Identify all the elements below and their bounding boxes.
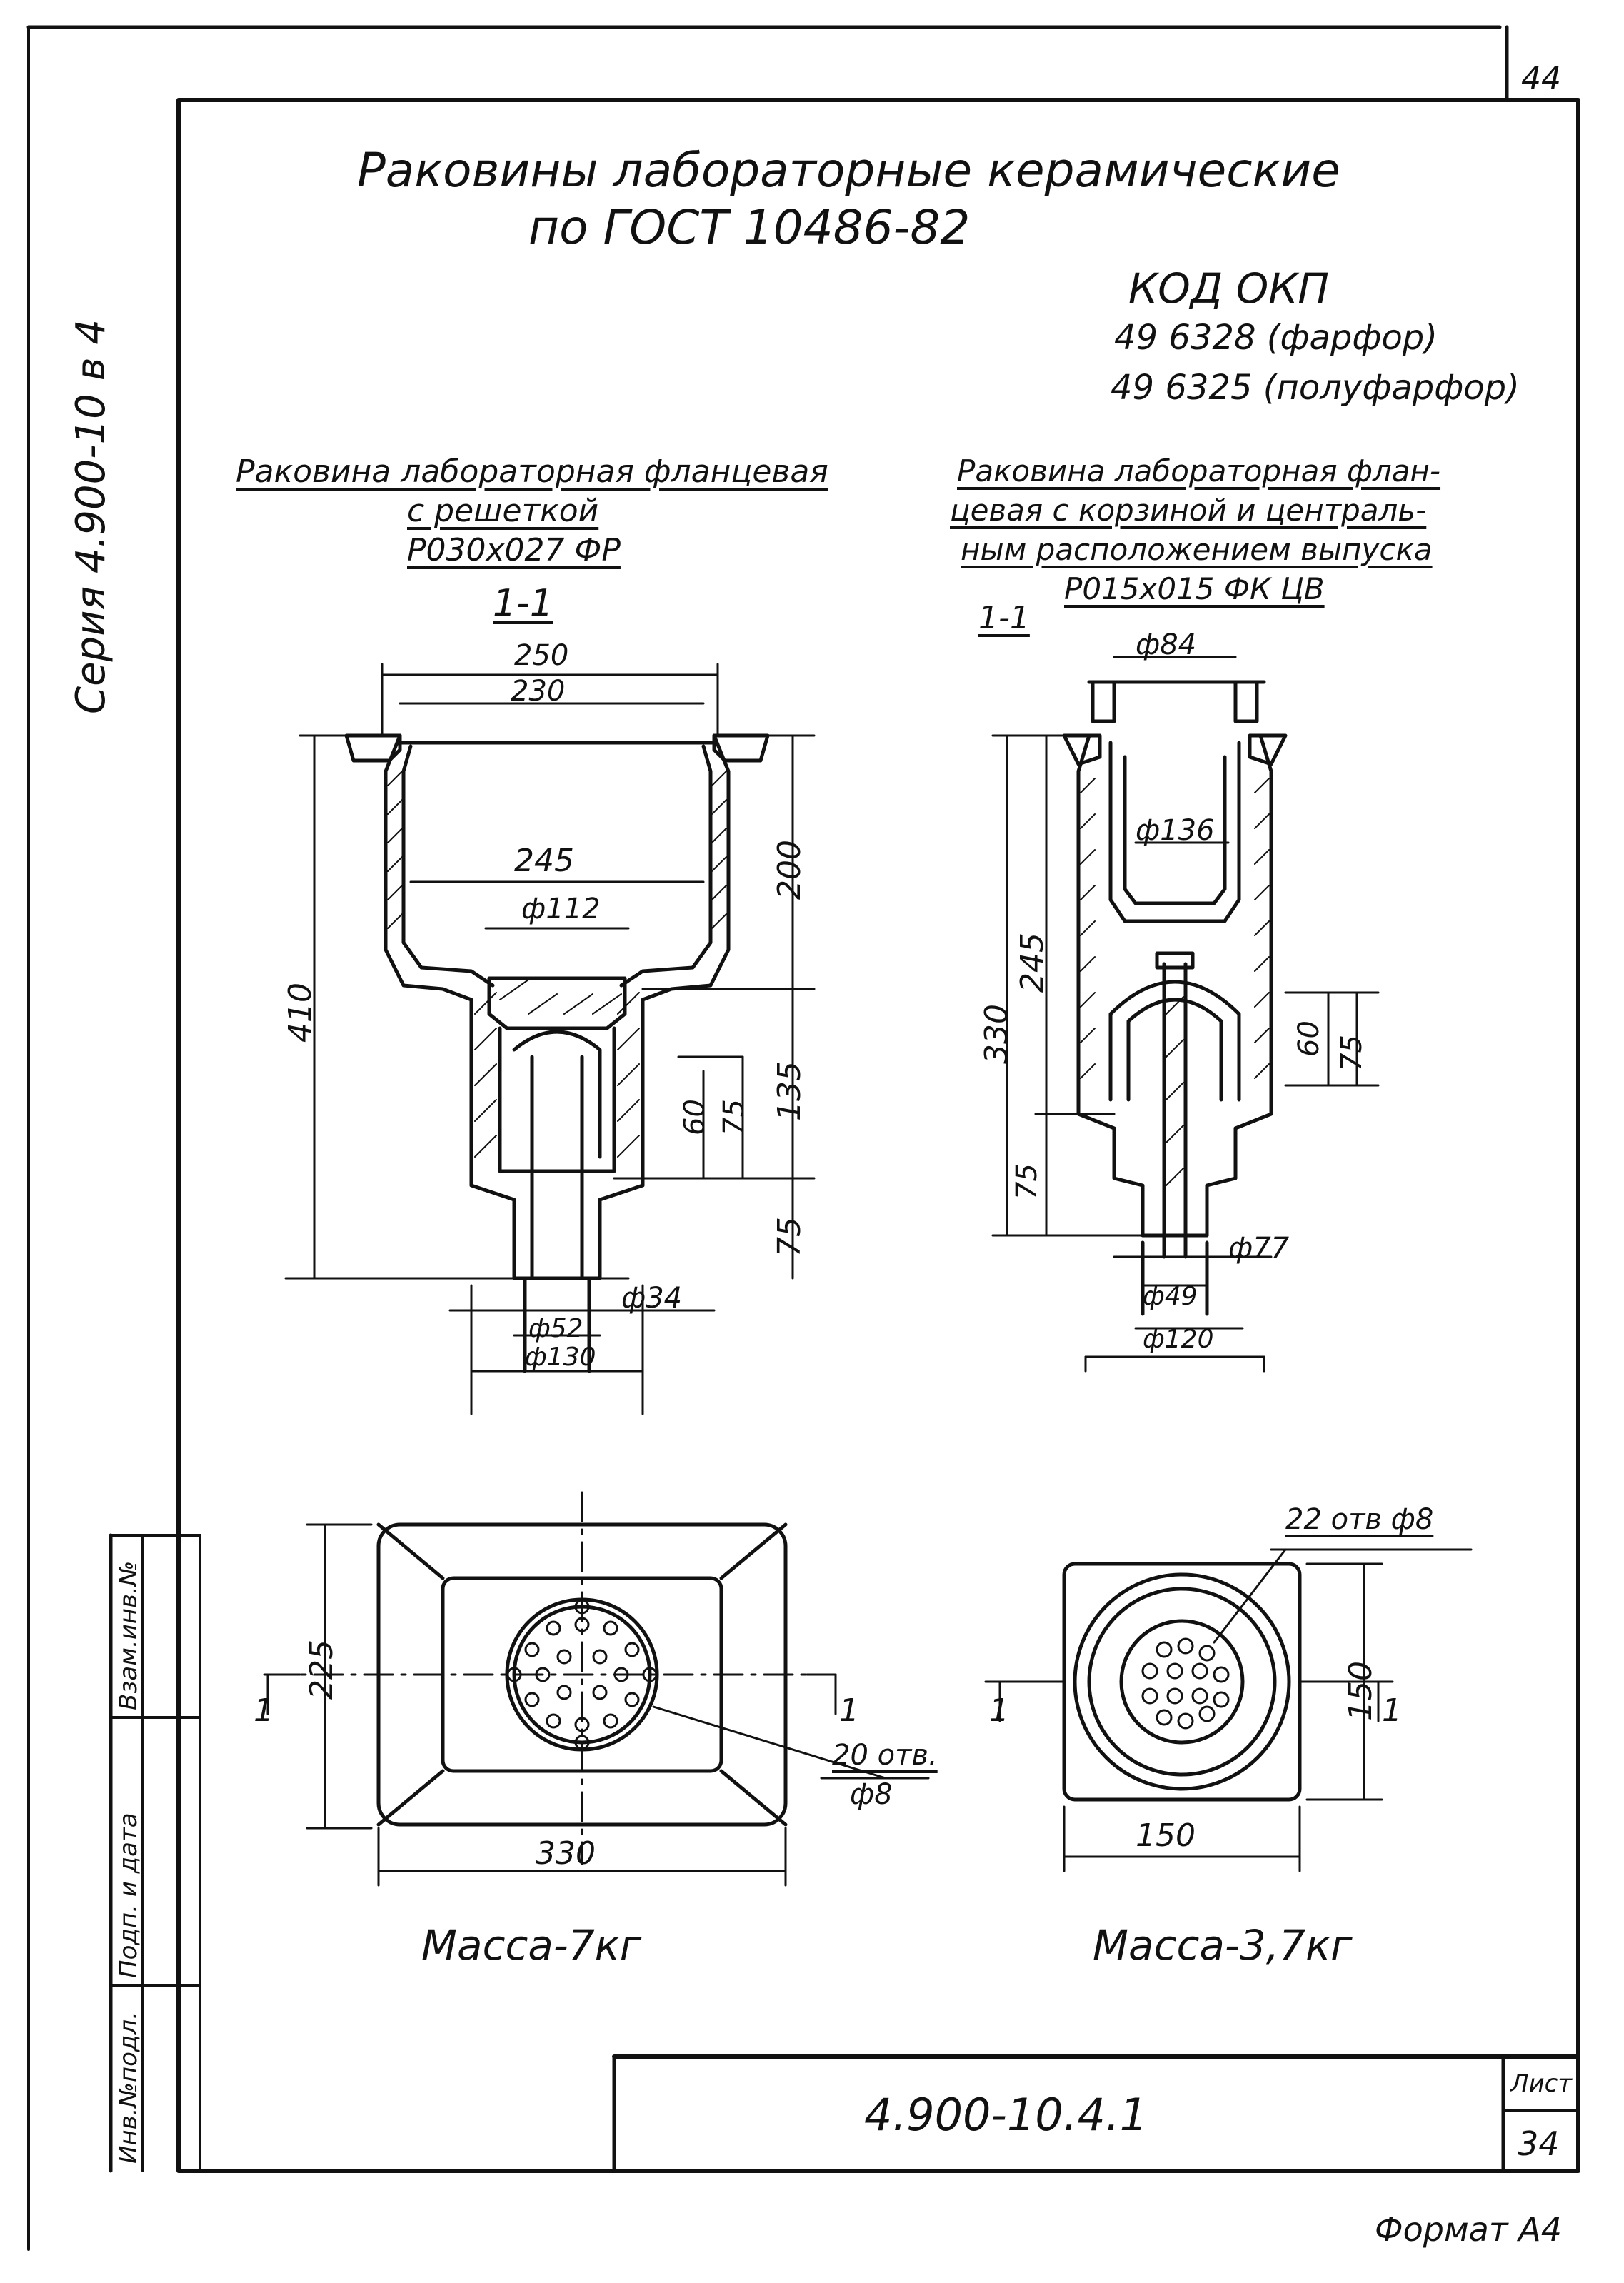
dim-225: 225 [304,1640,340,1700]
dim-34: ф34 [621,1282,683,1315]
right-item-title-3: ным расположением выпуска [961,532,1433,567]
left-item-title-3: Р030х027 ФР [407,532,621,568]
right-section-label: 1-1 [978,600,1030,636]
page-title-line1: Раковины лабораторные керамические [357,143,1340,198]
mass-right: Масса-3,7кг [1093,1921,1353,1970]
dim-112: ф112 [521,893,601,925]
dim-77: ф77 [1228,1232,1290,1265]
dim-75b-right: 75 [1011,1163,1043,1200]
side-label-inv-dup: Взам.инв.№ [114,1560,143,1710]
dim-49: ф49 [1143,1282,1198,1311]
dim-330-right: 330 [978,1004,1015,1064]
side-label-inv-orig: Инв.№подл. [114,2012,143,2164]
okp-line1: 49 6328 (фарфор) [1114,318,1438,358]
dim-200: 200 [771,840,808,900]
dim-230: 230 [511,675,566,708]
holes-20: 20 отв. [832,1739,938,1772]
format-label: Формат А4 [1375,2210,1562,2249]
dim-75b-left: 75 [771,1217,808,1257]
document-code: 4.900-10.4.1 [864,2089,1148,2141]
left-item-title-1: Раковина лабораторная фланцевая [236,453,828,490]
left-item-title-2: с решеткой [407,493,599,529]
dim-330-plan: 330 [536,1835,596,1872]
dim-150-vertical: 150 [1343,1661,1379,1721]
dim-410: 410 [282,983,319,1043]
dim-60-left: 60 [678,1099,711,1135]
cut-mark-right-b: 1 [1382,1692,1402,1729]
right-item-title-4: Р015х015 ФК ЦВ [1064,571,1325,606]
dim-84: ф84 [1136,628,1197,661]
dim-150-horizontal: 150 [1136,1817,1196,1854]
holes-20-dia: ф8 [850,1778,893,1811]
dim-120: ф120 [1143,1325,1214,1354]
right-item-title-1: Раковина лабораторная флан- [957,453,1441,488]
dim-245-right: 245 [1014,933,1051,993]
holes-22: 22 отв ф8 [1285,1503,1434,1536]
dim-136: ф136 [1136,814,1215,847]
dim-75a-left: 75 [718,1099,751,1135]
okp-heading: КОД ОКП [1128,264,1330,313]
dim-245-left: 245 [514,843,574,879]
dim-52: ф52 [528,1314,583,1343]
mass-left: Масса-7кг [421,1921,642,1970]
right-item-title-2: цевая с корзиной и централь- [950,493,1427,528]
cut-mark-right-a: 1 [989,1692,1009,1729]
sheet-label: Лист [1510,2069,1573,2098]
page-title-line2: по ГОСТ 10486-82 [528,200,971,255]
dim-130: ф130 [525,1343,596,1372]
dim-250: 250 [514,639,569,672]
left-section-label: 1-1 [493,582,553,625]
side-label-sign-date: Подп. и дата [114,1812,143,1978]
okp-line2: 49 6325 (полуфарфор) [1111,368,1520,408]
series-label: Серия 4.900-10 в 4 [68,319,114,714]
dim-135: 135 [771,1061,808,1121]
sheet-number: 34 [1518,2124,1560,2163]
cut-mark-left-a: 1 [254,1692,274,1729]
cut-mark-left-b: 1 [839,1692,859,1729]
dim-60-right: 60 [1293,1020,1325,1057]
dim-75a-right: 75 [1335,1035,1368,1071]
sheet-number-top: 44 [1521,61,1561,97]
